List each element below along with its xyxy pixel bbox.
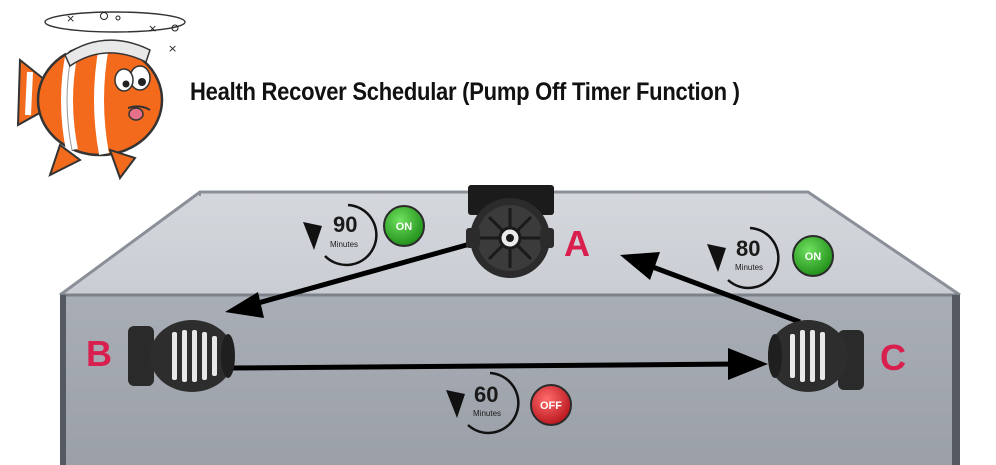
timer-c: 80 Minutes ON xyxy=(707,226,834,290)
timer-b-unit: Minutes xyxy=(473,409,501,418)
pump-b-icon xyxy=(128,320,235,392)
timer-b: 60 Minutes OFF xyxy=(446,371,572,435)
timer-a-minutes: 90 xyxy=(333,212,357,237)
pump-label-a: A xyxy=(564,223,590,264)
countdown-arc-icon xyxy=(467,371,520,435)
pump-label-c: C xyxy=(880,337,906,378)
flow-arrows xyxy=(225,241,801,380)
timer-c-minutes: 80 xyxy=(736,236,760,261)
svg-text:×: × xyxy=(148,22,157,35)
timer-b-state: OFF xyxy=(540,400,562,412)
timer-a-unit: Minutes xyxy=(330,240,358,249)
pump-a-icon xyxy=(466,185,554,278)
on-badge-icon xyxy=(383,205,425,247)
timer-c-state: ON xyxy=(805,251,822,263)
arrowhead-b-to-c xyxy=(728,348,768,380)
arrowhead-a-to-b xyxy=(225,292,264,318)
clownfish-mascot-icon: × × × xyxy=(16,11,186,181)
pump-c-icon xyxy=(768,320,864,392)
aquarium-tank xyxy=(59,190,961,465)
arrow-c-to-a xyxy=(649,263,801,325)
arrow-b-to-c xyxy=(231,361,741,371)
svg-text:×: × xyxy=(66,12,75,25)
timer-a: 90 Minutes ON xyxy=(303,203,425,267)
countdown-arc-icon xyxy=(324,203,378,267)
timer-a-state: ON xyxy=(396,221,413,233)
off-badge-icon xyxy=(530,384,572,426)
arrow-a-to-b xyxy=(239,241,471,311)
svg-text:×: × xyxy=(168,42,177,55)
timer-c-unit: Minutes xyxy=(735,263,763,272)
pump-label-b: B xyxy=(86,333,112,374)
arrowhead-c-to-a xyxy=(620,252,660,280)
timer-b-minutes: 60 xyxy=(474,382,498,407)
countdown-arc-icon xyxy=(727,226,780,290)
on-badge-icon xyxy=(792,235,834,277)
page-title: Health Recover Schedular (Pump Off Timer… xyxy=(190,78,740,106)
